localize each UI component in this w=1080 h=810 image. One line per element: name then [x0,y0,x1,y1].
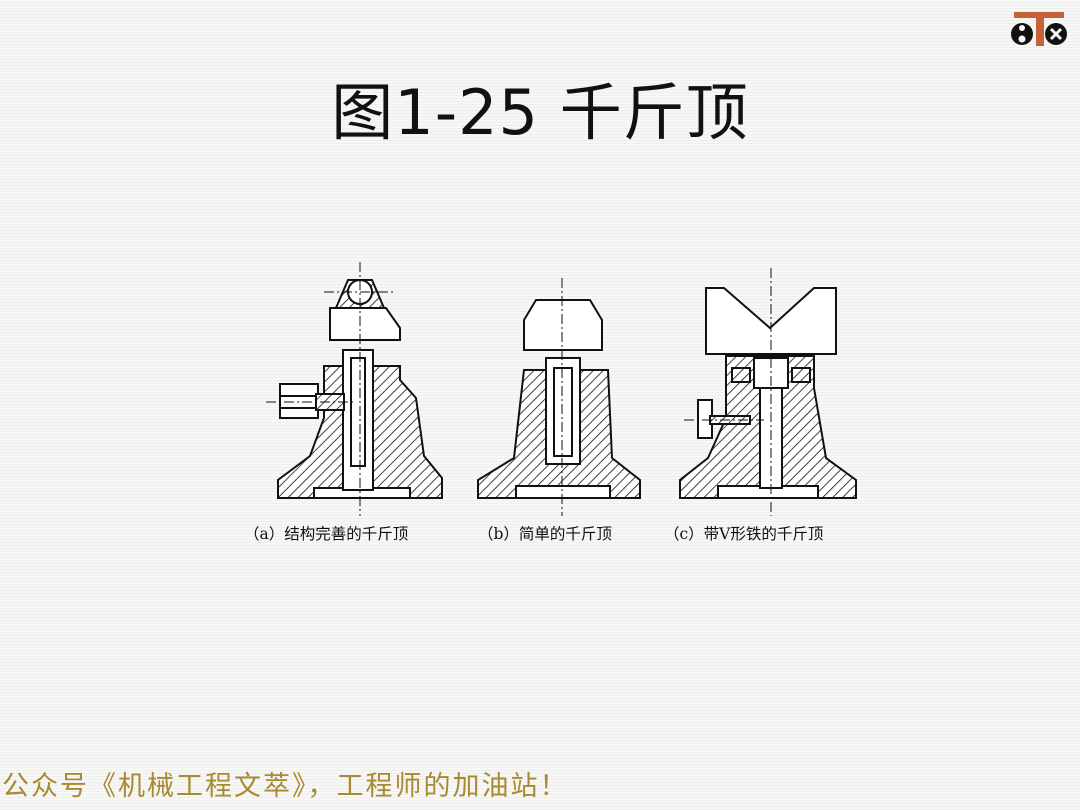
logo-icon [1011,12,1067,46]
caption-b: （b）简单的千斤顶 [478,525,612,543]
slide-title: 图1-25 千斤顶 [331,76,749,149]
jack-drawings [266,262,857,516]
caption-a: （a）结构完善的千斤顶 [244,525,409,543]
jack-b-drawing [477,299,641,499]
footer-text: 公众号《机械工程文萃》，工程师的加油站！ [2,771,569,802]
caption-c: （c）带V形铁的千斤顶 [664,525,824,543]
jack-c-drawing [679,287,857,499]
